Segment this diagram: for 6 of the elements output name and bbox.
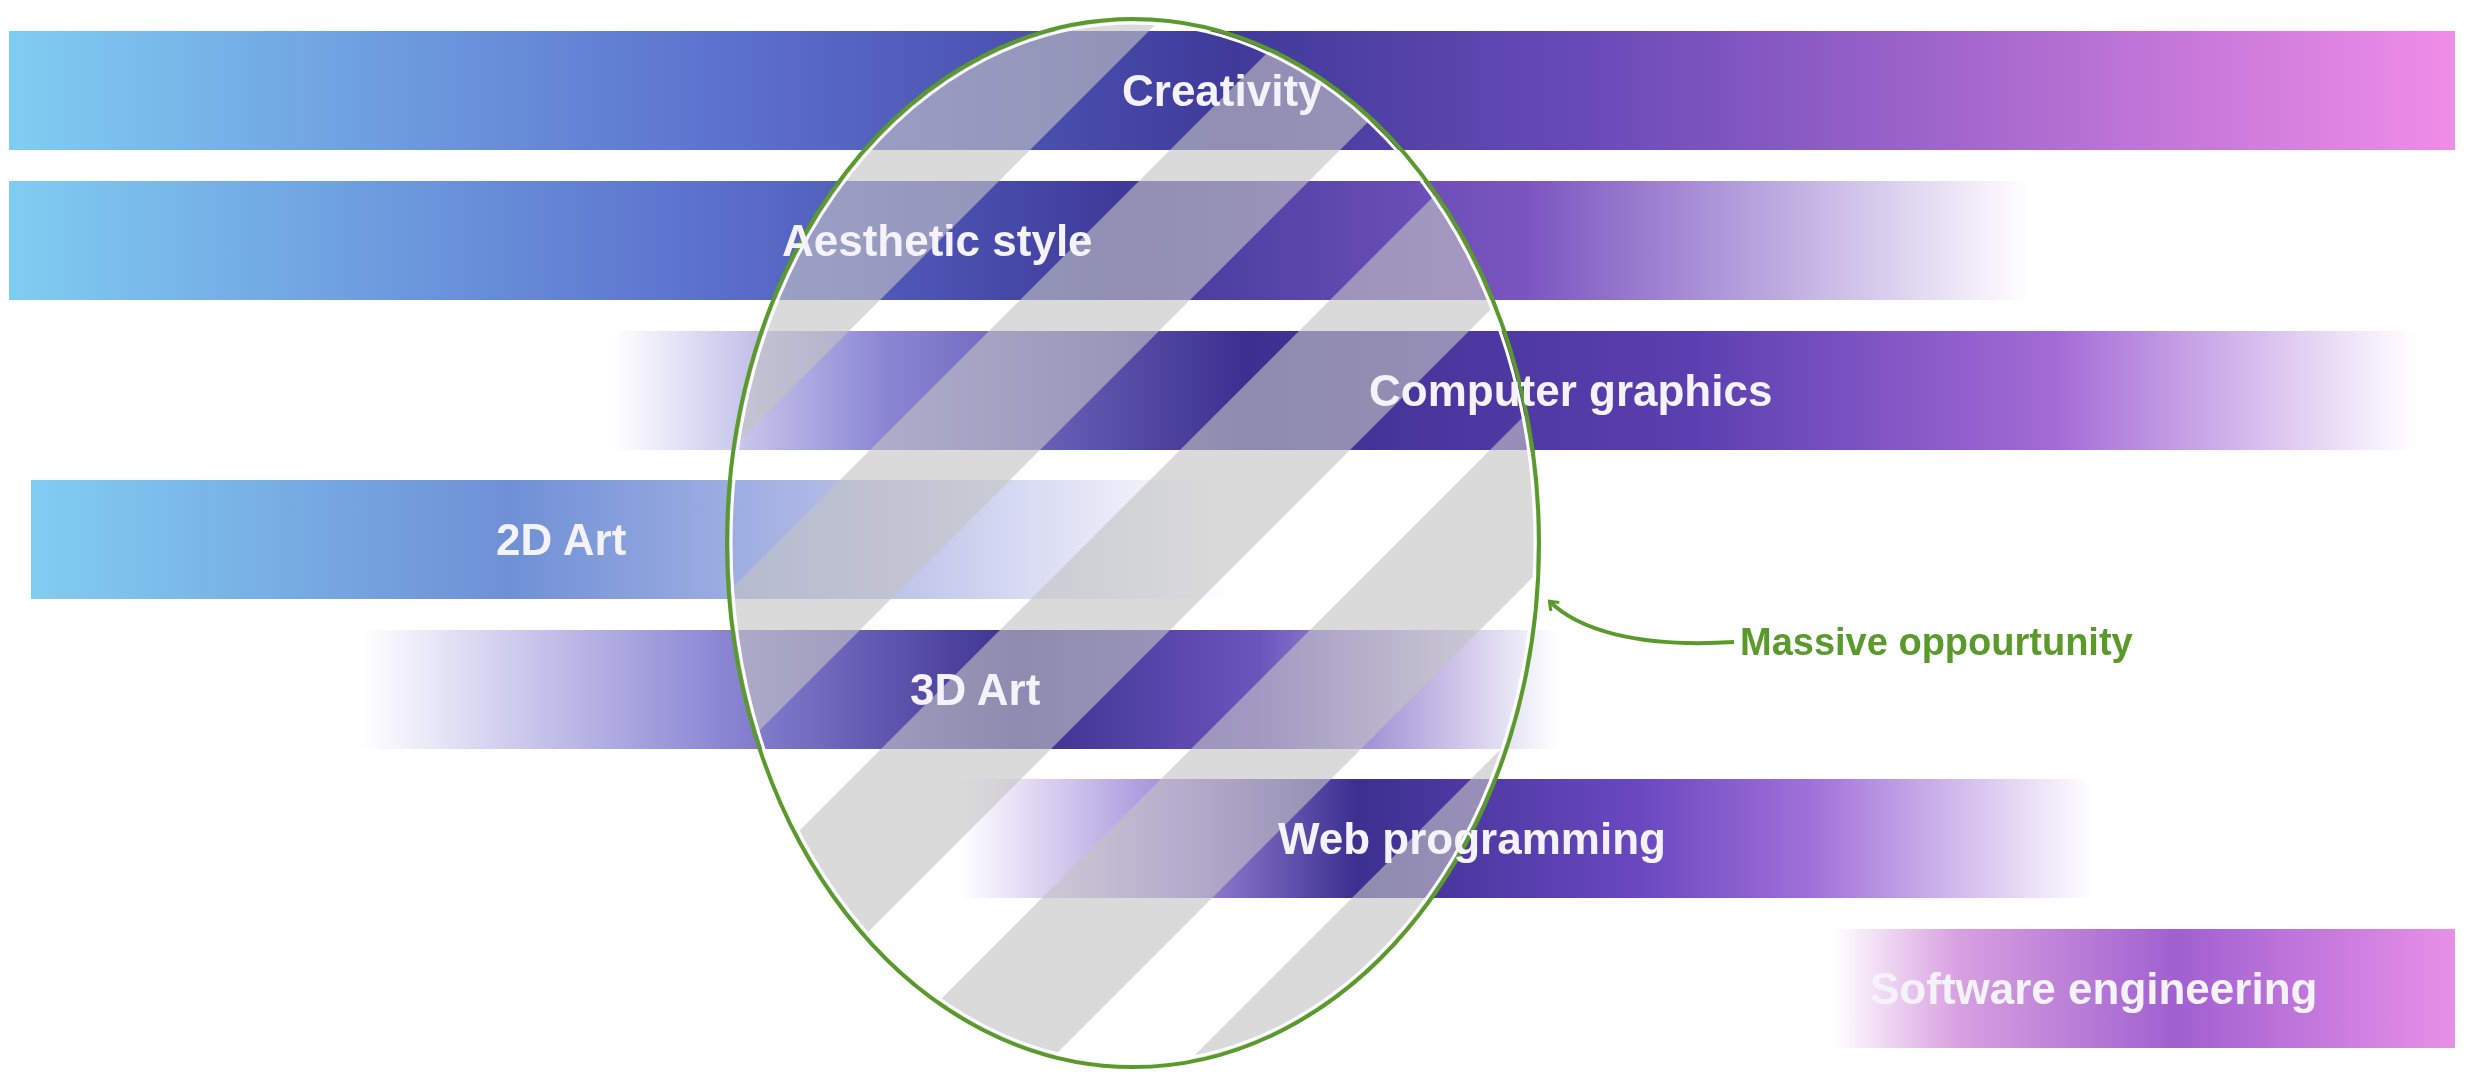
annotation-text: Massive oppourtunity (1740, 619, 2133, 665)
band-label: 2D Art (496, 513, 627, 566)
skill-band (9, 31, 2455, 150)
band-label: Creativity (1122, 64, 1323, 117)
band-label: 3D Art (910, 663, 1041, 716)
curved-arrow (1547, 599, 1735, 645)
